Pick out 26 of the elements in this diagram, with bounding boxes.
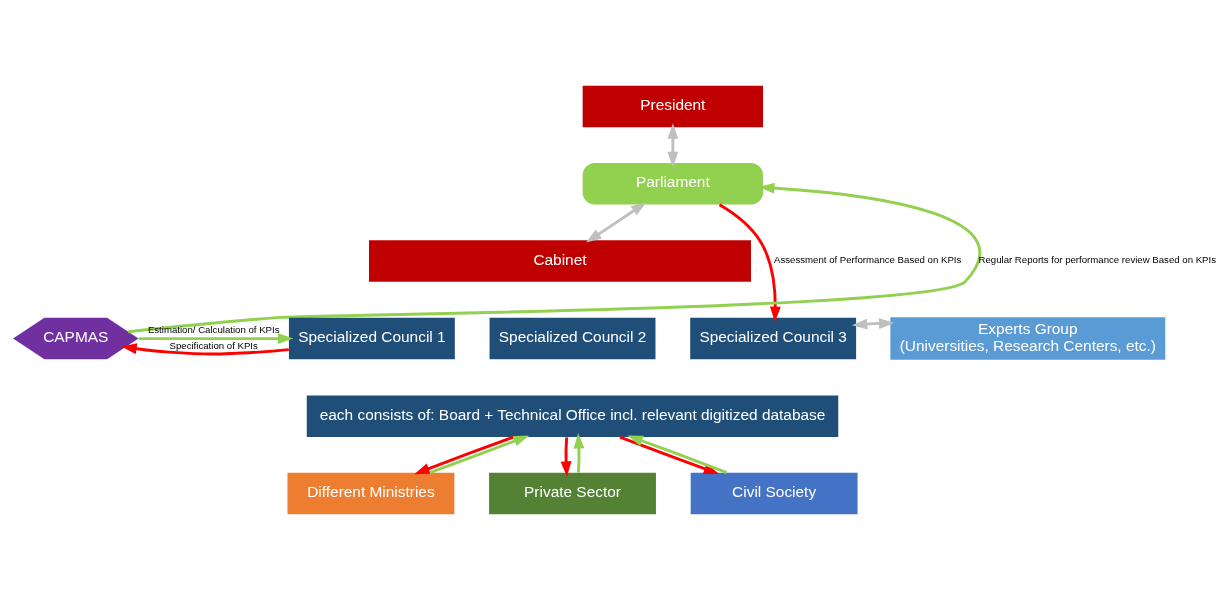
node-box: Private Sector <box>489 472 656 515</box>
arrow <box>414 435 514 475</box>
arrow <box>627 435 728 474</box>
node-box: Specialized Council 2 <box>489 317 656 360</box>
arrow <box>718 203 781 323</box>
arrow <box>429 435 530 474</box>
arrow <box>586 202 647 243</box>
node-box: President <box>582 85 764 128</box>
arrow <box>560 437 572 477</box>
node-box: Experts Group (Universities, Research Centers, etc.) <box>890 317 1166 360</box>
node-box: Civil Society <box>690 472 858 515</box>
edge-label: Specification of KPIs <box>169 340 258 352</box>
arrow <box>121 343 289 356</box>
arrow <box>619 435 720 475</box>
node-box: Parliament <box>582 163 764 205</box>
arrow <box>138 333 294 344</box>
arrow <box>128 182 981 334</box>
edge-label: Assessment of Performance Based on KPIs <box>774 254 962 266</box>
node-box: Different Ministries <box>287 472 455 515</box>
node-box: each consists of: Board + Technical Office incl. relevant digitized database <box>306 395 839 437</box>
node-box: Specialized Council 1 <box>288 317 455 360</box>
arrow <box>667 123 679 168</box>
edge-label: Regular Reports for performance review Based on KPIs <box>978 254 1217 266</box>
node-box: Cabinet <box>369 240 751 282</box>
arrow <box>573 433 585 473</box>
node-box: Specialized Council 3 <box>690 317 857 360</box>
